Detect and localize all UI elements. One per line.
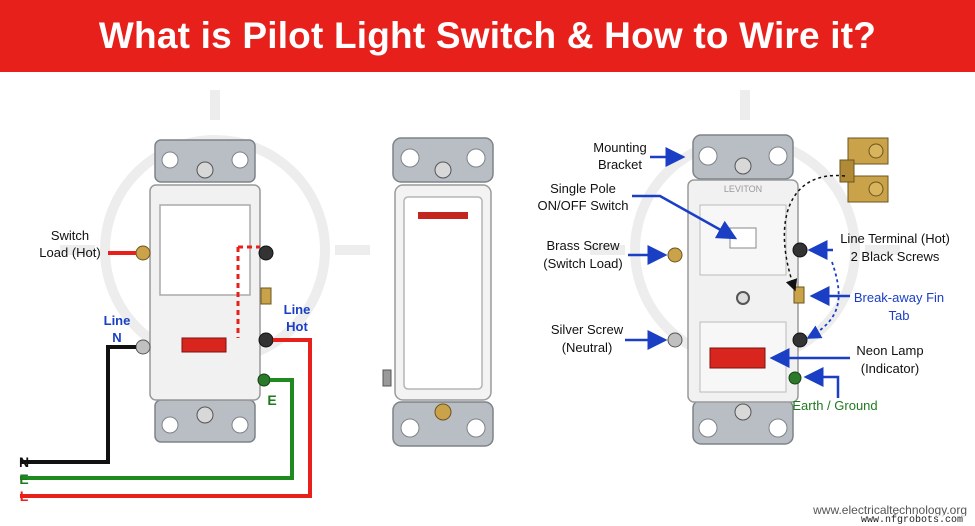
- switch-load-label-1: Switch: [51, 228, 89, 243]
- inset-pointer-arrow: [783, 174, 846, 292]
- single-pole-label-2: ON/OFF Switch: [537, 198, 628, 213]
- mounting-bracket-label-1: Mounting: [593, 140, 646, 155]
- earth-ground-label: Earth / Ground: [792, 398, 877, 413]
- middle-switch-device: [382, 137, 494, 447]
- wire-l-label: L: [20, 488, 29, 504]
- line-n-label-1: Line: [104, 313, 131, 328]
- earth-wire: [20, 378, 294, 480]
- line-hot-label-1: Line: [284, 302, 311, 317]
- neon-lamp-label-2: (Indicator): [861, 361, 920, 376]
- switch-load-label-2: Load (Hot): [39, 245, 100, 260]
- line-n-label-2: N: [112, 330, 121, 345]
- page-title: What is Pilot Light Switch & How to Wire…: [0, 0, 975, 72]
- overlay-watermark: www.nfgrobots.com: [858, 515, 965, 526]
- brass-screw-label-1: Brass Screw: [547, 238, 621, 253]
- left-wiring: [20, 245, 312, 498]
- earth-tag-label: E: [267, 392, 276, 408]
- brand-label: LEVITON: [724, 184, 762, 194]
- line-hot-wire: [20, 338, 312, 498]
- breakaway-label-1: Break-away Fin: [854, 290, 944, 305]
- wire-e-label: E: [19, 471, 28, 487]
- breakaway-label-2: Tab: [889, 308, 910, 323]
- neutral-wire: [20, 345, 136, 464]
- silver-screw-label-2: (Neutral): [562, 340, 613, 355]
- left-switch-device: [135, 139, 274, 443]
- mounting-bracket-label-2: Bracket: [598, 157, 642, 172]
- brass-screw-label-2: (Switch Load): [543, 256, 622, 271]
- breakaway-tab-inset: [839, 137, 889, 203]
- line-terminal-label-2: 2 Black Screws: [851, 249, 940, 264]
- line-terminal-label-1: Line Terminal (Hot): [840, 231, 950, 246]
- right-switch-device: LEVITON: [667, 134, 808, 445]
- line-hot-label-2: Hot: [286, 319, 308, 334]
- single-pole-label-1: Single Pole: [550, 181, 616, 196]
- website-watermark: www.electricaltechnology.org: [813, 503, 967, 517]
- wire-n-label: N: [19, 454, 29, 470]
- neon-lamp-label-1: Neon Lamp: [856, 343, 923, 358]
- silver-screw-label-1: Silver Screw: [551, 322, 624, 337]
- callout-arrows: [625, 147, 850, 398]
